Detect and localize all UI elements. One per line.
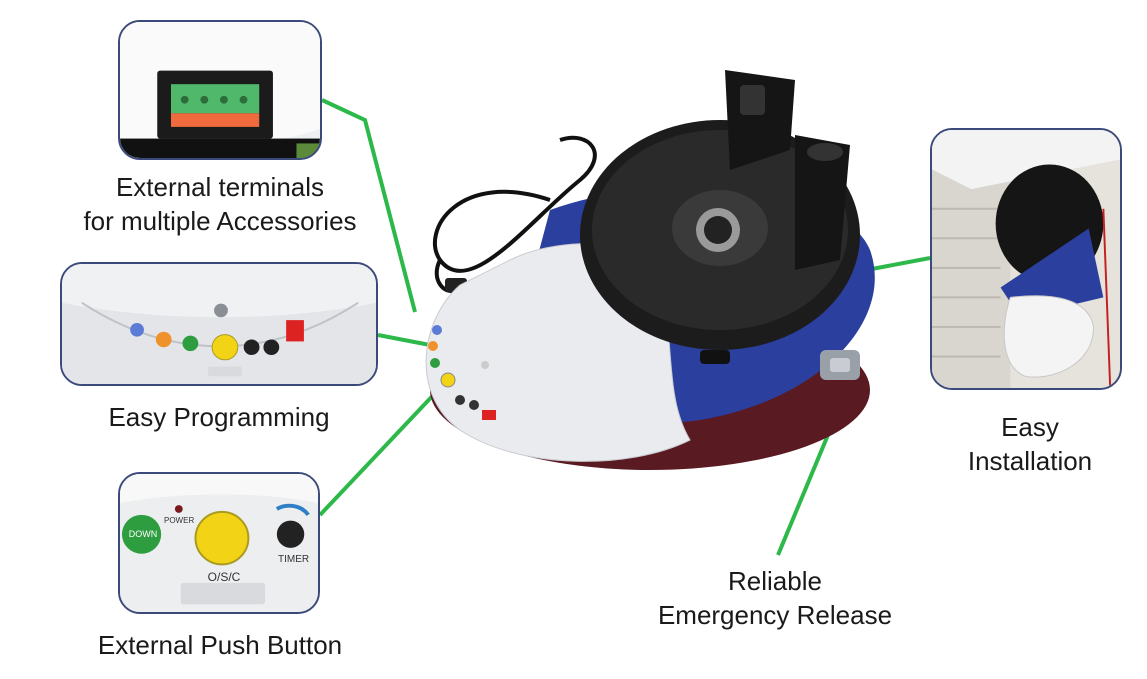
roller-door-opener-image bbox=[400, 60, 900, 500]
timer-knob bbox=[243, 339, 260, 355]
caption-push-button: External Push Button bbox=[97, 630, 343, 660]
dip-switch-panel bbox=[286, 320, 304, 342]
caption-terminals: External terminals for multiple Accessor… bbox=[83, 172, 357, 236]
installed-housing-blue bbox=[1000, 228, 1104, 318]
power-led bbox=[174, 505, 183, 513]
force-knob bbox=[263, 339, 280, 355]
status-led-blue bbox=[130, 323, 144, 337]
power-label: POWER bbox=[164, 516, 195, 525]
osc-label: O/S/C bbox=[207, 570, 241, 584]
caption-programming: Easy Programming bbox=[108, 402, 330, 432]
osc-button bbox=[211, 334, 239, 361]
drum-cradle-right bbox=[795, 135, 850, 270]
status-led bbox=[432, 325, 442, 335]
timer-knob-large bbox=[276, 520, 305, 548]
installation-inset bbox=[930, 128, 1122, 390]
push-button-inset: DOWN POWER O/S/C TIMER bbox=[118, 472, 320, 614]
timer-label: TIMER bbox=[278, 554, 310, 565]
orange-button bbox=[155, 331, 172, 348]
osc-push-button bbox=[194, 510, 250, 566]
installed-end-cap bbox=[1003, 295, 1095, 378]
dip-switch bbox=[482, 410, 496, 420]
power-cable bbox=[433, 135, 597, 273]
programming-button-green bbox=[430, 358, 440, 368]
caption-installation: Easy Installation bbox=[967, 412, 1093, 476]
down-label: DOWN bbox=[128, 529, 158, 539]
green-button bbox=[182, 335, 199, 352]
programming-inset bbox=[60, 262, 378, 386]
caption-release: Reliable Emergency Release bbox=[657, 566, 893, 630]
release-cord bbox=[1102, 208, 1112, 388]
osc-button-small bbox=[440, 372, 456, 388]
down-button bbox=[121, 514, 162, 554]
programming-button-orange bbox=[428, 341, 438, 351]
terminals-inset bbox=[118, 20, 322, 160]
